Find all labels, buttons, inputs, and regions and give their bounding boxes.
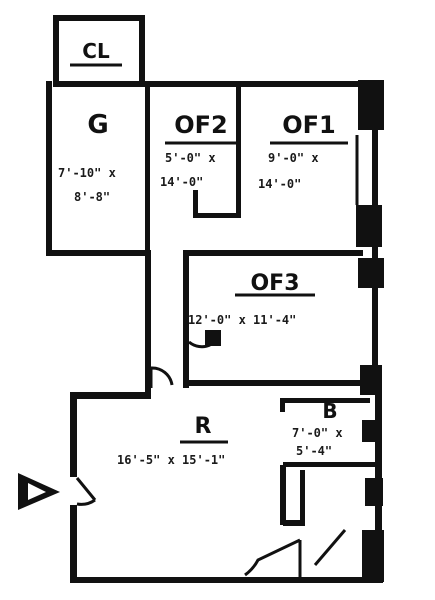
room-label-of3: OF3 [250, 271, 299, 296]
wall-right-block-6 [362, 530, 384, 582]
wall-b-lower-bar [283, 520, 305, 526]
room-label-r: R [195, 414, 212, 439]
wall-g-bottom [46, 250, 151, 256]
room-dims-of1-line2: 14'-0" [258, 177, 301, 191]
wall-corridor-right [183, 340, 189, 388]
wall-cl-right [139, 15, 145, 85]
wall-right-block-2 [358, 258, 384, 288]
wall-cl-left [53, 15, 59, 85]
wall-right-block-1 [356, 205, 382, 247]
wall-of3-door-post [205, 330, 221, 346]
door-swing-of3 [188, 340, 211, 349]
wall-of2-post [193, 190, 198, 218]
room-dims-g-line1: 7'-10" x [58, 166, 116, 180]
room-dims-of3: 12'-0" x 11'-4" [188, 313, 296, 327]
wall-of2-bottom [193, 213, 241, 218]
room-dims-b-line1: 7'-0" x [292, 426, 343, 440]
wall-corridor-left [145, 250, 151, 395]
room-dims-of2-line2: 14'-0" [160, 175, 203, 189]
wall-cl-top [53, 15, 145, 21]
wall-b-left-2 [300, 470, 305, 525]
wall-right-block-4 [362, 420, 382, 442]
entry-arrow-icon [18, 473, 60, 510]
wall-r-top-left [73, 392, 151, 399]
room-label-cl: CL [82, 39, 110, 63]
wall-of2-right [236, 87, 241, 217]
underlines [70, 63, 348, 444]
door-swing-bottom [244, 538, 302, 577]
wall-top [53, 81, 373, 87]
wall-of3-top [183, 250, 363, 256]
wall-r-left-upper [70, 392, 77, 477]
room-label-of1: OF1 [282, 111, 336, 139]
room-dims-g-line2: 8'-8" [74, 190, 110, 204]
room-label-g: G [87, 110, 108, 140]
room-dims-r: 16'-5" x 15'-1" [117, 453, 225, 467]
room-label-b: B [322, 399, 337, 423]
wall-r-left-lower [70, 505, 77, 583]
wall-r-bottom [70, 577, 383, 583]
wall-of3-left [183, 250, 189, 345]
wall-of2-left [145, 87, 150, 252]
walls [46, 15, 384, 583]
room-dims-of1-line1: 9'-0" x [268, 151, 319, 165]
wall-b-step [280, 398, 285, 412]
wall-of3-bottom [183, 380, 378, 386]
door-swing-corridor [149, 366, 174, 388]
room-label-of2: OF2 [174, 111, 228, 139]
wall-top-right-post [358, 80, 384, 130]
wall-b-bottom [283, 462, 378, 467]
wall-g-left [46, 81, 52, 256]
wall-right-block-5 [365, 478, 383, 506]
wall-b-top [280, 398, 370, 403]
doors [75, 135, 359, 577]
door-swing-entry [75, 477, 97, 506]
closet-diagonal [313, 529, 347, 566]
wall-right-upper [372, 125, 378, 390]
room-dims-b-line2: 5'-4" [296, 444, 332, 458]
wall-b-left [280, 465, 286, 525]
room-dims-of2-line1: 5'-0" x [165, 151, 216, 165]
